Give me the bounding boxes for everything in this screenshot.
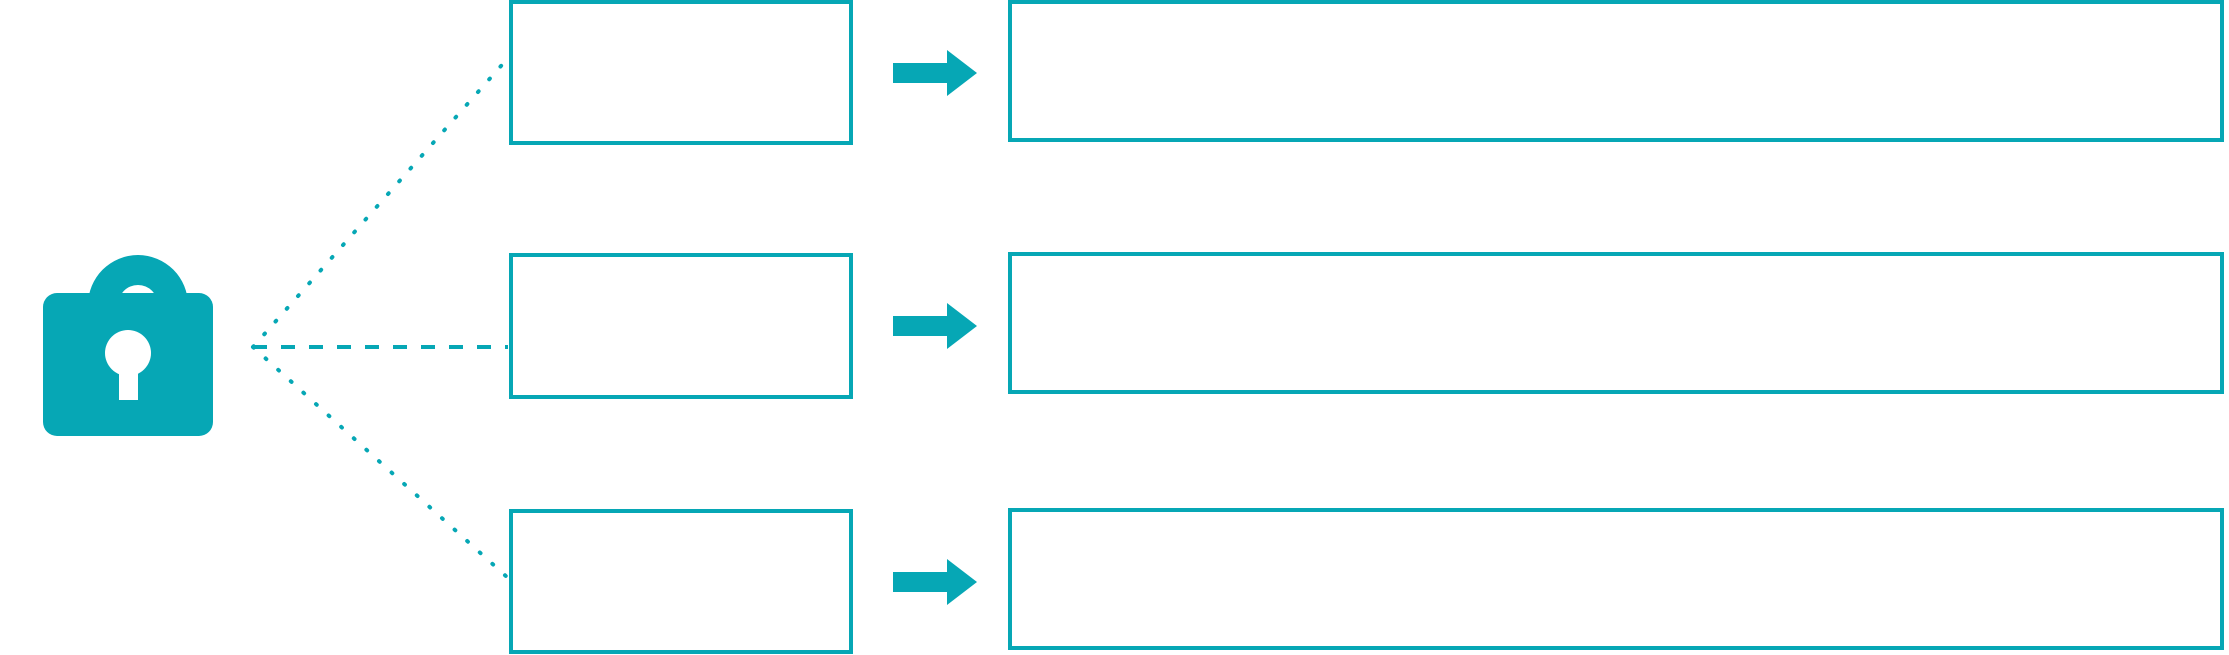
condition-box-2[interactable] [509, 253, 853, 399]
arrow-right-icon-3 [893, 559, 977, 605]
outcome-box-1-label [1012, 4, 2220, 138]
condition-box-2-label [513, 257, 849, 395]
condition-box-1[interactable] [509, 0, 853, 145]
connector-top [251, 56, 510, 349]
outcome-box-3-label [1012, 512, 2220, 646]
outcome-box-1[interactable] [1008, 0, 2224, 142]
padlock-icon [43, 255, 213, 436]
connector-bottom [251, 345, 510, 580]
condition-box-3[interactable] [509, 509, 853, 654]
outcome-box-3[interactable] [1008, 508, 2224, 650]
outcome-box-2[interactable] [1008, 252, 2224, 394]
condition-box-3-label [513, 513, 849, 650]
arrow-right-icon-2 [893, 303, 977, 349]
arrow-right-icon-1 [893, 50, 977, 96]
condition-box-1-label [513, 4, 849, 141]
outcome-box-2-label [1012, 256, 2220, 390]
